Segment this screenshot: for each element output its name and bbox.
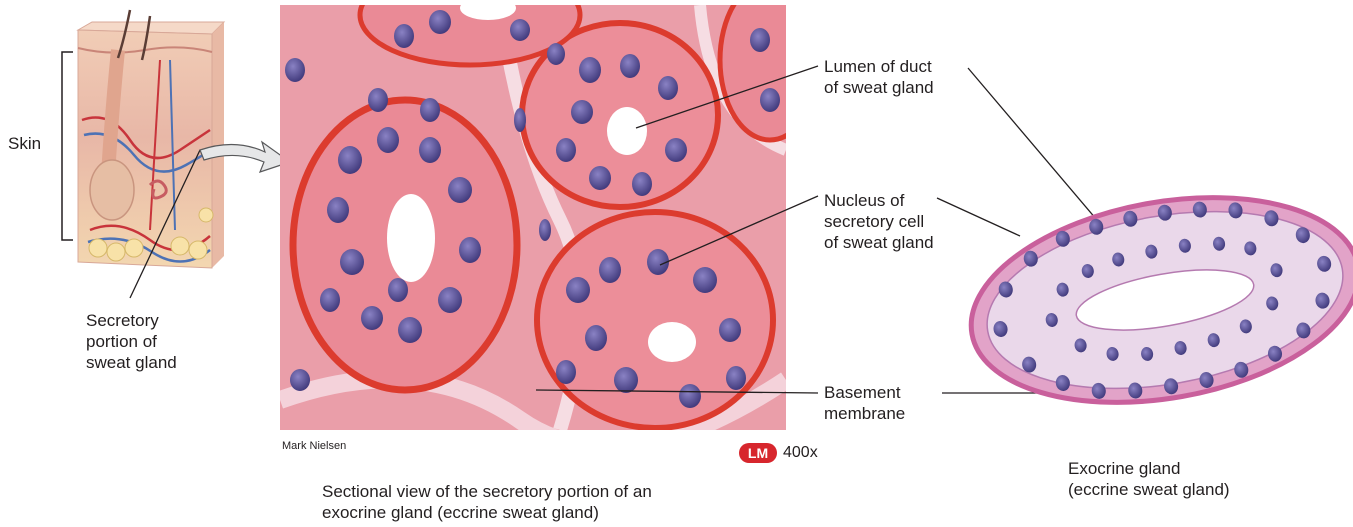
exocrine-gland-illustration [955, 169, 1353, 430]
center-caption-line-1: Sectional view of the secretory portion … [322, 481, 652, 502]
skin-label: Skin [8, 133, 41, 154]
magnification-label: 400x [783, 443, 818, 463]
lumen-line-1: Lumen of duct [824, 56, 934, 77]
lumen-line-2: of sweat gland [824, 77, 934, 98]
nucleus-label: Nucleus of secretory cell of sweat gland [824, 190, 934, 253]
lm-badge: LM [739, 443, 777, 463]
right-caption-line-1: Exocrine gland [1068, 458, 1230, 479]
right-caption-line-2: (eccrine sweat gland) [1068, 479, 1230, 500]
nucleus-line-3: of sweat gland [824, 232, 934, 253]
right-caption: Exocrine gland (eccrine sweat gland) [1068, 458, 1230, 500]
nucleus-leader-gland [937, 198, 1020, 236]
basement-line-1: Basement [824, 382, 905, 403]
secretory-portion-label: Secretory portion of sweat gland [86, 310, 177, 373]
lumen-label: Lumen of duct of sweat gland [824, 56, 934, 98]
secretory-line-1: Secretory [86, 310, 177, 331]
secretory-line-2: portion of [86, 331, 177, 352]
secretory-line-3: sweat gland [86, 352, 177, 373]
nucleus-line-2: secretory cell [824, 211, 934, 232]
skin-label-text: Skin [8, 133, 41, 154]
basement-label: Basement membrane [824, 382, 905, 424]
photo-credit: Mark Nielsen [282, 440, 346, 452]
center-caption: Sectional view of the secretory portion … [322, 481, 652, 523]
basement-line-2: membrane [824, 403, 905, 424]
skin-block-illustration [78, 10, 224, 268]
micrograph-image [280, 0, 820, 447]
nucleus-line-1: Nucleus of [824, 190, 934, 211]
skin-bracket [62, 52, 73, 240]
center-caption-line-2: exocrine gland (eccrine sweat gland) [322, 502, 652, 523]
